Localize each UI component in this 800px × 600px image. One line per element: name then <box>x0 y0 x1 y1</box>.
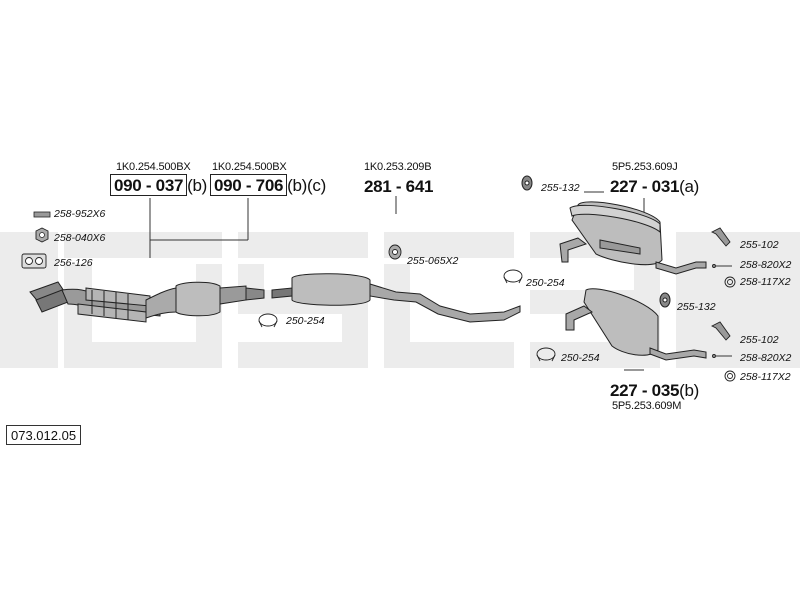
part-label: 255-102 <box>740 239 779 251</box>
assembly-number-box: 090 - 706 <box>210 174 288 196</box>
gasket-icon <box>21 253 47 269</box>
assembly-number-box: 090 - 037 <box>110 174 188 196</box>
assembly-number: 227 - 031 <box>610 177 680 196</box>
part-label: 250-254 <box>561 352 600 364</box>
assembly-suffix: (b) <box>679 381 700 400</box>
clamp-icon-3 <box>536 347 556 362</box>
bracket-icons-a <box>710 227 736 288</box>
assembly-number-090-706: 090 - 706(b)(c) <box>210 174 326 196</box>
part-label: 258-820X2 <box>740 259 792 271</box>
part-label: 258-040X6 <box>54 232 106 244</box>
part-label: 258-117X2 <box>740 276 791 288</box>
hanger-icon <box>388 244 402 260</box>
part-label: 250-254 <box>526 277 565 289</box>
rear-muffler-a <box>521 175 707 275</box>
part-label: 255-102 <box>740 334 779 346</box>
assembly-number-227-031: 227 - 031(a) <box>610 178 699 195</box>
part-label: 255-132 <box>541 182 580 194</box>
assembly-number-227-035: 227 - 035(b) <box>610 382 699 399</box>
part-label: 255-132 <box>677 301 716 313</box>
assembly-number: 227 - 035 <box>610 381 680 400</box>
part-label: 255-065X2 <box>407 255 459 267</box>
part-label: 256-126 <box>54 257 93 269</box>
clamp-icon-2 <box>503 269 523 284</box>
assembly-suffix: (b)(c) <box>287 176 326 195</box>
nut-icon <box>35 227 49 243</box>
bolt-icon <box>33 211 51 218</box>
assembly-ref-090-037: 1K0.254.500BX <box>116 161 191 173</box>
middle-muffler <box>271 273 521 323</box>
bracket-icons-b <box>710 321 736 382</box>
assembly-ref-227-031: 5P5.253.609J <box>612 161 678 173</box>
part-label: 250-254 <box>286 315 325 327</box>
clamp-icon <box>258 313 278 328</box>
assembly-number-281-641: 281 - 641 <box>364 177 434 196</box>
assembly-ref-227-035: 5P5.253.609M <box>612 400 682 412</box>
assembly-suffix: (a) <box>679 177 700 196</box>
rear-muffler-b <box>565 288 707 361</box>
assembly-ref-090-706: 1K0.254.500BX <box>212 161 287 173</box>
assembly-number-090-037: 090 - 037(b) <box>110 174 208 196</box>
front-pipe-assembly <box>29 281 265 323</box>
part-label: 258-820X2 <box>740 352 792 364</box>
assembly-suffix: (b) <box>187 176 208 195</box>
part-label: 258-117X2 <box>740 371 791 383</box>
assembly-ref-281-641: 1K0.253.209B <box>364 161 432 173</box>
part-label: 258-952X6 <box>54 208 106 220</box>
catalog-code: 073.012.05 <box>6 425 82 445</box>
